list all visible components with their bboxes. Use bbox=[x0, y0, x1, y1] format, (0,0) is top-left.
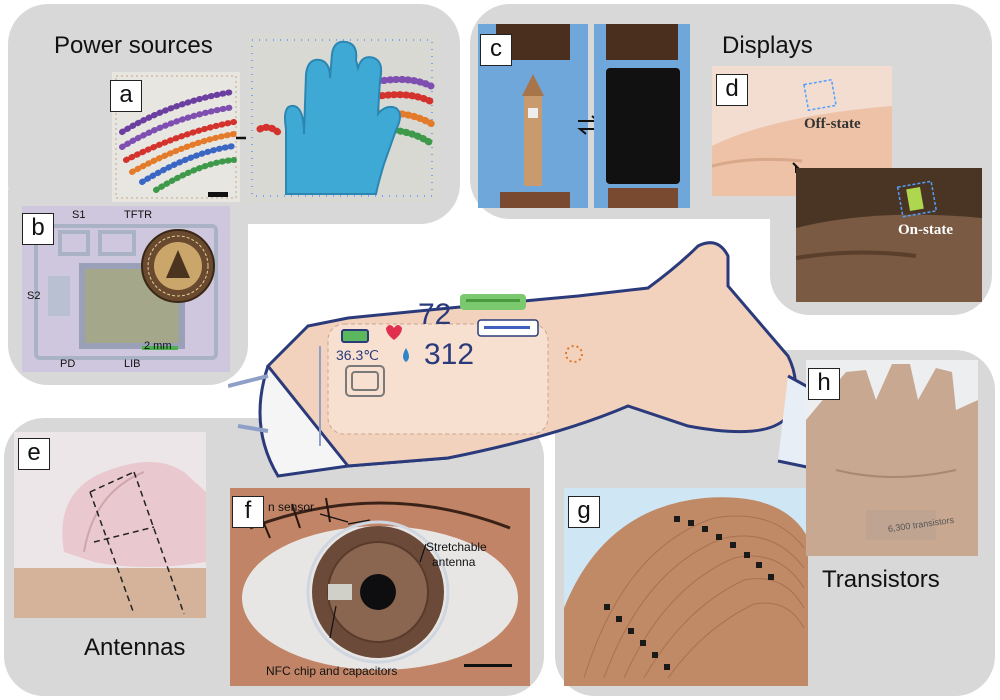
panel-b-lib-label: LIB bbox=[124, 358, 141, 370]
panel-h-label: h bbox=[808, 368, 840, 400]
displays-title: Displays bbox=[722, 32, 813, 59]
heart-rate-readout: 72 bbox=[418, 298, 451, 331]
panel-a-label: a bbox=[110, 80, 142, 112]
glucose-readout: 312 bbox=[424, 338, 474, 371]
panel-f-antenna-label-line2: antenna bbox=[432, 555, 476, 569]
panel-c-photo-right bbox=[594, 24, 690, 208]
panel-f-label: f bbox=[232, 496, 264, 528]
antennas-title: Antennas bbox=[84, 634, 186, 661]
transistors-title: Transistors bbox=[822, 566, 940, 593]
panel-d-on-state-label: On-state bbox=[898, 222, 953, 238]
panel-d-photo-on bbox=[796, 168, 982, 302]
panel-c-label: c bbox=[480, 34, 512, 66]
panel-f-nfc-label: NFC chip and capacitors bbox=[266, 664, 398, 678]
panel-b-label: b bbox=[22, 213, 54, 245]
panel-d-label: d bbox=[716, 74, 748, 106]
panel-b-tftr-label: TFTR bbox=[124, 209, 153, 221]
panel-g-photo bbox=[564, 488, 808, 686]
power-sources-title: Power sources bbox=[54, 32, 213, 59]
panel-b-s1-label: S1 bbox=[72, 209, 86, 221]
university-seal-icon bbox=[140, 228, 216, 309]
panel-f-sensor-label: n sensor bbox=[268, 500, 315, 514]
panel-e-label: e bbox=[18, 438, 50, 470]
panel-a-glove-photo bbox=[246, 34, 438, 202]
panel-b-pd-label: PD bbox=[60, 358, 76, 370]
panel-f-photo bbox=[230, 488, 530, 686]
panel-g-label: g bbox=[568, 496, 600, 528]
panel-b-scale-label: 2 mm bbox=[144, 340, 172, 352]
panel-b-s2-label: S2 bbox=[27, 290, 41, 302]
temperature-readout: 36.3℃ bbox=[336, 347, 379, 363]
skin-electronics-arm-illustration: 36.3℃ 72 312 bbox=[227, 226, 830, 491]
panel-f-antenna-label-line1: Stretchable bbox=[426, 540, 487, 554]
panel-d-off-state-label: Off-state bbox=[804, 116, 861, 132]
